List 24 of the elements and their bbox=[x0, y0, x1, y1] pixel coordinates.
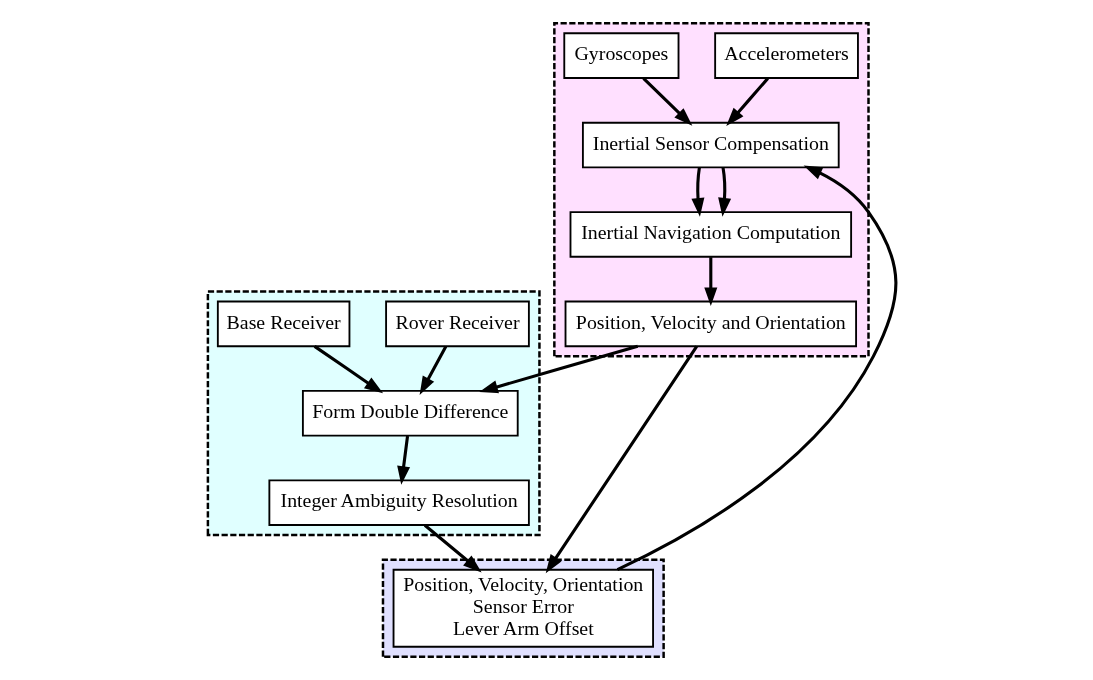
arrow bbox=[313, 345, 383, 394]
arrow bbox=[419, 345, 447, 395]
arrow bbox=[616, 165, 897, 571]
cluster bbox=[206, 290, 541, 537]
arrow bbox=[641, 77, 692, 126]
node-box: Accelerometers bbox=[713, 32, 859, 79]
node-box: Base Receiver bbox=[216, 300, 350, 348]
arrow bbox=[545, 345, 698, 574]
node-box: Position, Velocity, Orientation Sensor Error Lever Arm Offset bbox=[392, 568, 654, 648]
arrow bbox=[717, 167, 731, 217]
arrow bbox=[703, 257, 717, 307]
arrow bbox=[690, 167, 704, 217]
cluster bbox=[552, 22, 870, 358]
node-box: Rover Receiver bbox=[384, 300, 530, 348]
node-box: Integer Ambiguity Resolution bbox=[267, 479, 530, 526]
arrow bbox=[423, 524, 482, 573]
node-box: Form Double Difference bbox=[301, 390, 519, 437]
arrow bbox=[725, 77, 769, 127]
node-box: Gyroscopes bbox=[562, 32, 679, 79]
cluster bbox=[381, 558, 665, 658]
arrow bbox=[396, 435, 410, 485]
node-box: Position, Velocity and Orientation bbox=[564, 300, 857, 348]
node-box: Inertial Navigation Computation bbox=[569, 211, 852, 258]
node-box: Inertial Sensor Compensation bbox=[581, 121, 840, 169]
